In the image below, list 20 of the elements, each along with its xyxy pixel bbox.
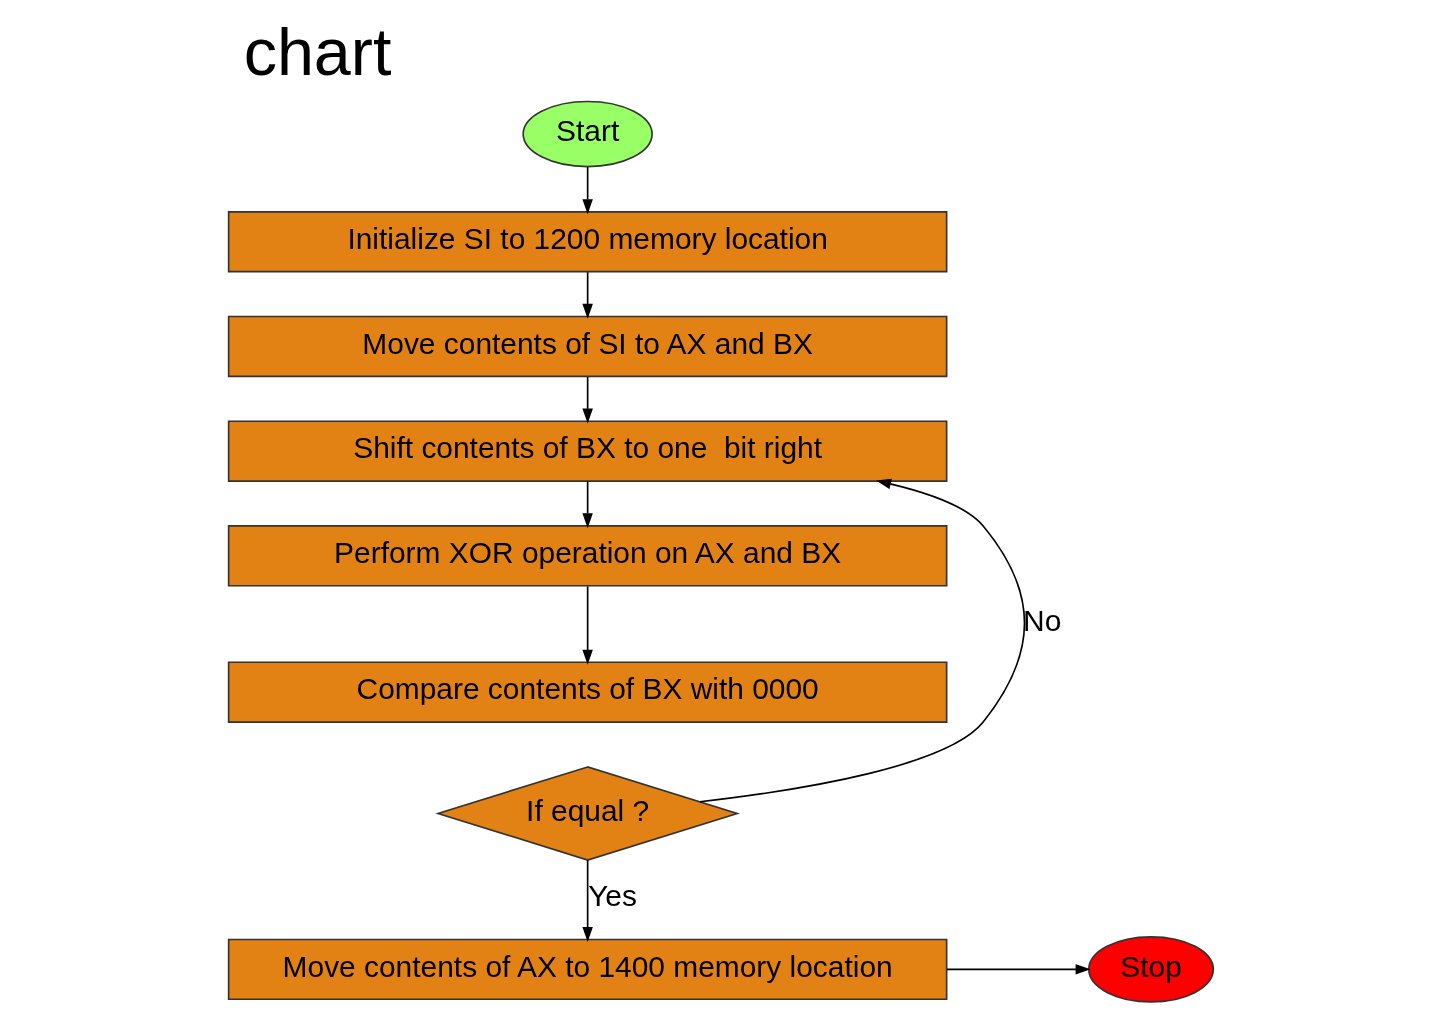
node-box: Shift contents of BX to one bit right: [227, 420, 947, 482]
arrow: [581, 480, 593, 529]
arrow: [581, 859, 593, 942]
node-box: Initialize SI to 1200 memory location: [227, 211, 947, 273]
diagram-title: chart: [243, 14, 391, 89]
edge-label: No: [1022, 604, 1061, 638]
node-box: Move contents of AX to 1400 memory location: [227, 938, 947, 1001]
arrow: [581, 271, 593, 319]
node-diamond: If equal ?: [434, 766, 740, 861]
node-box: Move contents of SI to AX and BX: [227, 315, 947, 378]
node-ellipse: Start: [521, 100, 653, 168]
node-box: Compare contents of BX with 0000: [227, 661, 947, 723]
edge-label: Yes: [587, 878, 637, 912]
arrow: [581, 585, 593, 665]
arrow: [945, 964, 1091, 975]
arrow: [698, 478, 1025, 803]
arrow: [581, 376, 593, 424]
node-box: Perform XOR operation on AX and BX: [227, 525, 947, 587]
arrow: [581, 166, 593, 215]
node-ellipse: Stop: [1087, 935, 1214, 1003]
